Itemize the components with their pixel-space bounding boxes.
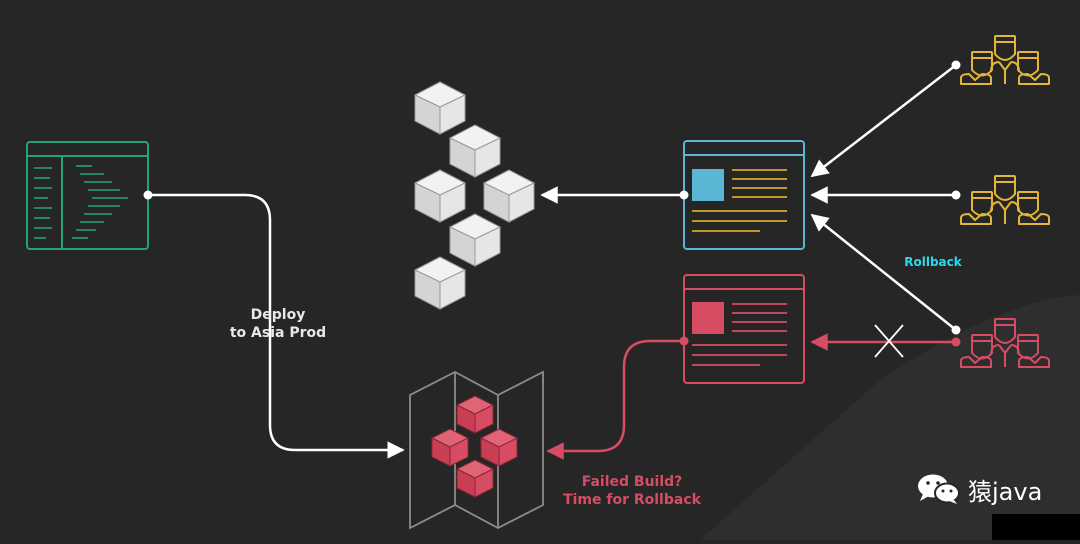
wechat-icon (918, 474, 960, 504)
code-editor-icon (26, 141, 149, 250)
failed-deploy-arrow (546, 339, 684, 460)
deploy-label-line1: Deploy (250, 307, 306, 323)
serve-arrow-dot (679, 190, 689, 200)
user-group-icon-middle (960, 175, 1050, 225)
failed-build-label: Failed Build? Time for Rollback (560, 473, 704, 509)
failed-label-line2: Time for Rollback (563, 492, 701, 508)
deploy-start-dot (143, 190, 153, 200)
watermark-text: 猿java (968, 477, 1043, 506)
blocked-traffic-dot (951, 337, 961, 347)
deploy-arrow (148, 193, 405, 459)
user-traffic-dot-top (951, 60, 961, 70)
blocked-cross-icon (874, 324, 904, 358)
failed-arrow-dot (679, 336, 689, 346)
web-page-icon (683, 140, 805, 250)
watermark: 猿java (916, 473, 1043, 506)
failed-container-map-icon (409, 370, 544, 530)
deploy-label: Deploy to Asia Prod (210, 306, 346, 342)
failed-web-page-icon (683, 274, 805, 384)
rollback-arrow (810, 213, 957, 331)
user-traffic-arrow-top (810, 64, 957, 178)
corner-block (992, 514, 1080, 540)
deploy-label-line2: to Asia Prod (229, 325, 327, 341)
container-cubes-icon (414, 81, 535, 310)
user-group-icon-top (960, 35, 1050, 85)
user-traffic-dot-middle (951, 190, 961, 200)
rollback-label: Rollback (904, 255, 962, 269)
failed-label-line1: Failed Build? (581, 474, 683, 490)
rollback-arrow-dot (951, 325, 961, 335)
